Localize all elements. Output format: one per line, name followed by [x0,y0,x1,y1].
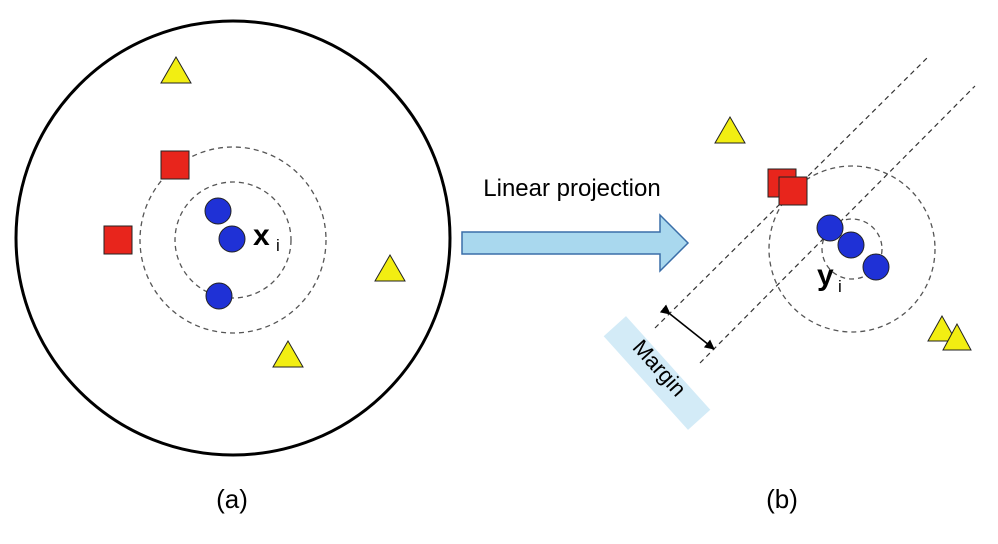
triangle-marker [160,55,192,84]
circle-marker [816,214,844,242]
margin-arrow [659,304,715,350]
panel-a: x i (a) [14,19,452,514]
neighborhood-ring-outer-b [768,165,936,333]
circle-marker [862,253,890,281]
neighborhood-ring-inner [174,181,292,299]
panel-b: Margin y i (b) [603,56,976,514]
square-marker [160,150,190,180]
point-label-x: x [253,219,270,252]
projection-arrow-label: Linear projection [483,175,660,202]
neighborhood-ring-inner-b [821,218,883,280]
circle-marker [837,231,865,259]
triangle-marker [927,314,957,342]
point-label-x-subscript: i [276,236,280,255]
margin-band [603,316,711,430]
caption-b: (b) [766,484,798,514]
square-marker [778,176,808,206]
triangle-marker [374,253,406,282]
projection-arrow-shape [461,213,690,273]
outer-boundary-circle [14,19,452,457]
point-label-y-subscript: i [838,277,842,296]
circle-marker [205,282,233,310]
neighborhood-ring-outer [139,146,327,334]
square-marker [103,225,133,255]
boundary-line-lower [699,85,976,364]
caption-a: (a) [216,484,248,514]
point-label-y: y [817,259,834,292]
circle-marker [218,225,246,253]
triangle-marker [714,115,746,144]
triangle-marker [942,322,972,351]
projection-arrow: Linear projection [461,175,690,273]
circle-marker [204,197,232,225]
triangle-marker [272,339,304,368]
